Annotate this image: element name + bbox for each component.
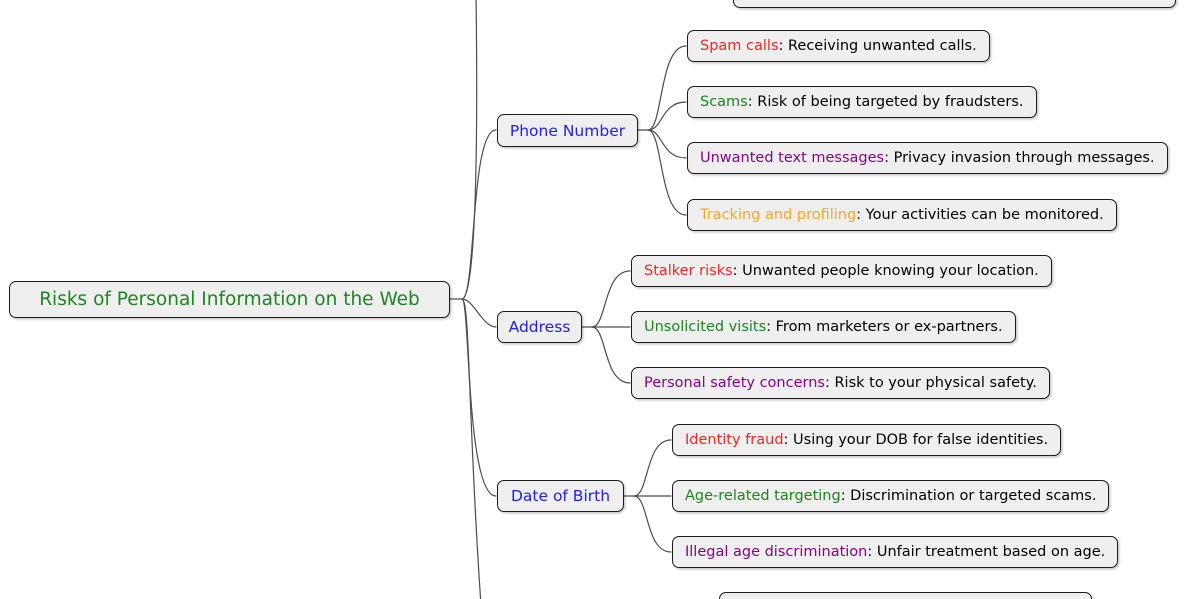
leaf-identity-fraud[interactable]: Identity fraud: Using your DOB for false…: [672, 424, 1062, 456]
leaf-description: : Unfair treatment based on age.: [867, 544, 1106, 560]
leaf-term: Unwanted text messages: [700, 150, 885, 166]
leaf-tracking-and-profiling[interactable]: Tracking and profiling: Your activities …: [687, 199, 1117, 231]
leaf-description: : Your activities can be monitored.: [856, 207, 1104, 223]
link-phone-spam-calls: [647, 45, 687, 131]
leaf-description: : Discrimination or targeted scams.: [840, 488, 1097, 504]
leaf-stalker-risks[interactable]: Stalker risks: Unwanted people knowing y…: [631, 255, 1052, 287]
leaf-description: : Unwanted people knowing your location.: [732, 263, 1039, 279]
leaf-term: Identity fraud: [685, 432, 784, 448]
leaf-term: Unsolicited visits: [644, 319, 767, 335]
clipped-node-bottom[interactable]: [719, 592, 1092, 599]
leaf-scams[interactable]: Scams: Risk of being targeted by fraudst…: [687, 86, 1037, 118]
leaf-unsolicited-visits[interactable]: Unsolicited visits: From marketers or ex…: [631, 311, 1016, 343]
leaf-age-related-targeting[interactable]: Age-related targeting: Discrimination or…: [672, 480, 1110, 512]
leaf-unwanted-text-messages[interactable]: Unwanted text messages: Privacy invasion…: [687, 142, 1168, 174]
branch-phone-number[interactable]: Phone Number: [497, 114, 638, 147]
link-address-safety: [591, 326, 631, 384]
leaf-description: : Privacy invasion through messages.: [884, 150, 1155, 166]
leaf-spam-calls[interactable]: Spam calls: Receiving unwanted calls.: [687, 30, 990, 62]
link-address-stalker: [591, 270, 631, 328]
leaf-description: : From marketers or ex-partners.: [766, 319, 1003, 335]
clipped-node-top[interactable]: [733, 0, 1176, 8]
link-dob-identity-fraud: [633, 439, 672, 497]
leaf-term: Age-related targeting: [685, 488, 841, 504]
leaf-description: : Using your DOB for false identities.: [783, 432, 1049, 448]
leaf-term: Scams: [700, 94, 748, 110]
leaf-description: : Risk to your physical safety.: [824, 375, 1037, 391]
leaf-personal-safety-concerns[interactable]: Personal safety concerns: Risk to your p…: [631, 367, 1050, 399]
leaf-description: : Receiving unwanted calls.: [778, 38, 977, 54]
link-root-phone-number: [461, 129, 497, 300]
link-root-date-of-birth: [461, 298, 497, 497]
leaf-term: Tracking and profiling: [700, 207, 857, 223]
leaf-description: : Risk of being targeted by fraudsters.: [747, 94, 1024, 110]
branch-date-of-birth[interactable]: Date of Birth: [497, 480, 624, 512]
leaf-term: Illegal age discrimination: [685, 544, 868, 560]
leaf-illegal-age-discrimination[interactable]: Illegal age discrimination: Unfair treat…: [672, 536, 1119, 568]
branch-address[interactable]: Address: [497, 311, 582, 343]
leaf-term: Personal safety concerns: [644, 375, 825, 391]
link-dob-age-discrimination: [633, 495, 672, 553]
link-phone-scams: [647, 101, 687, 131]
link-phone-unwanted-texts: [647, 129, 687, 159]
leaf-term: Spam calls: [700, 38, 779, 54]
link-root-address: [461, 298, 497, 328]
link-root-offscreen-bottom: [461, 298, 482, 599]
link-root-offscreen-top: [461, 0, 478, 300]
root-node[interactable]: Risks of Personal Information on the Web: [9, 281, 450, 318]
link-phone-tracking: [647, 129, 687, 216]
leaf-term: Stalker risks: [644, 263, 733, 279]
